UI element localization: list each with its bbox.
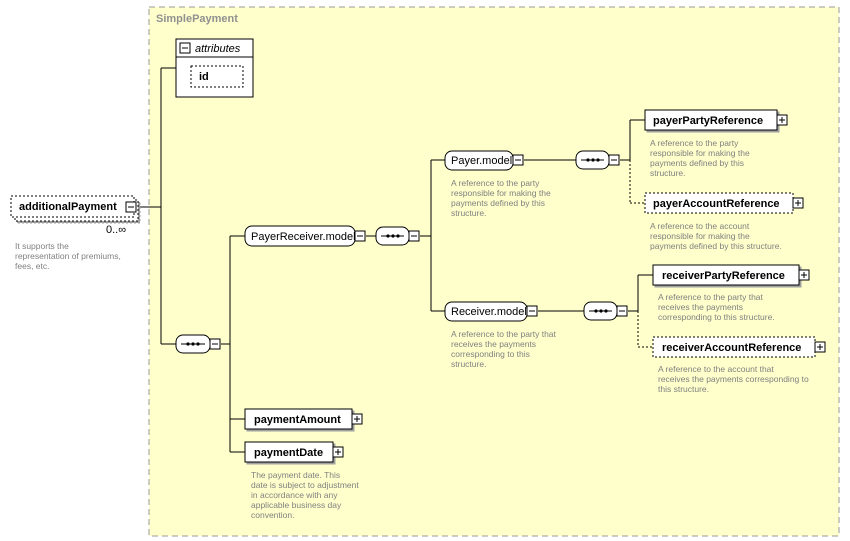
group-receiver-model-label: Receiver.model: [451, 306, 527, 318]
sequence-compositor-main[interactable]: [175, 334, 221, 354]
sequence-compositor-payer[interactable]: [575, 150, 620, 170]
root-doc: It supports the representation of premiu…: [15, 241, 123, 271]
group-payer-model[interactable]: Payer.model A reference to the party res…: [444, 150, 553, 218]
payer-account-reference-doc: A reference to the account responsible f…: [650, 221, 782, 251]
element-payment-amount[interactable]: paymentAmount: [244, 408, 363, 430]
attribute-id[interactable]: [190, 65, 244, 88]
element-receiver-party-reference[interactable]: receiverPartyReference A reference to th…: [652, 264, 810, 322]
group-payer-receiver-model[interactable]: PayerReceiver.model: [244, 225, 366, 247]
group-payer-model-label: Payer.model: [451, 155, 512, 167]
connectors: [138, 67, 653, 453]
element-receiver-account-reference-label: receiverAccountReference: [662, 342, 801, 354]
attributes-title: attributes: [195, 43, 241, 55]
attributes-box[interactable]: attributes id: [175, 38, 254, 98]
receiver-model-doc: A reference to the party that receives t…: [451, 329, 558, 369]
element-payer-party-reference-label: payerPartyReference: [653, 115, 763, 127]
element-payment-date[interactable]: paymentDate The payment date. This date …: [244, 441, 361, 520]
choice-compositor[interactable]: [375, 226, 420, 246]
element-additional-payment[interactable]: additionalPayment 0..∞ It supports the r…: [10, 195, 139, 271]
sequence-compositor-receiver[interactable]: [583, 301, 628, 321]
group-payer-receiver-model-label: PayerReceiver.model: [251, 231, 356, 243]
element-payer-account-reference[interactable]: payerAccountReference A reference to the…: [644, 192, 804, 251]
occurrence-label: 0..∞: [106, 224, 126, 236]
element-additional-payment-label: additionalPayment: [19, 201, 117, 213]
group-title: SimplePayment: [156, 13, 238, 25]
element-payer-account-reference-label: payerAccountReference: [653, 198, 780, 210]
element-receiver-party-reference-label: receiverPartyReference: [662, 270, 785, 282]
element-payment-date-label: paymentDate: [254, 447, 323, 459]
element-receiver-account-reference[interactable]: receiverAccountReference A reference to …: [652, 336, 826, 394]
receiver-party-reference-doc: A reference to the party that receives t…: [658, 292, 775, 322]
group-receiver-model[interactable]: Receiver.model A reference to the party …: [444, 301, 558, 369]
receiver-account-reference-doc: A reference to the account that receives…: [658, 364, 811, 394]
element-payer-party-reference[interactable]: payerPartyReference A reference to the p…: [644, 109, 788, 178]
element-payment-amount-label: paymentAmount: [254, 414, 341, 426]
payer-party-reference-doc: A reference to the party responsible for…: [650, 138, 752, 178]
payer-model-doc: A reference to the party responsible for…: [451, 178, 553, 218]
attribute-id-label: id: [199, 71, 209, 83]
payment-date-doc: The payment date. This date is subject t…: [251, 470, 361, 520]
